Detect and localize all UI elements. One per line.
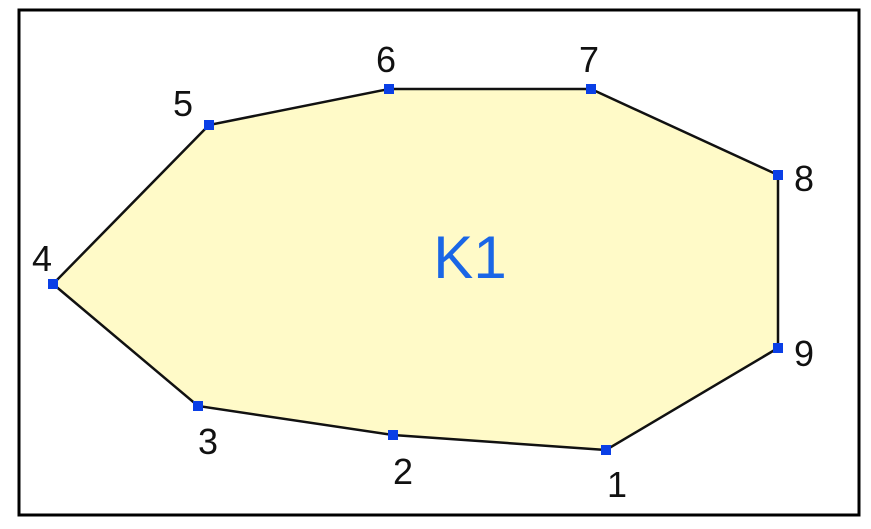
polygon-k1 [51,87,780,452]
vertex-label-6: 6 [376,39,396,80]
vertex-marker-2 [388,430,398,440]
vertex-label-3: 3 [198,421,218,462]
area-label: K1 [433,224,506,291]
vertex-marker-4 [48,279,58,289]
vertex-labels: 1 2 3 4 5 6 7 8 9 [32,39,814,505]
vertex-marker-1 [601,445,611,455]
vertex-label-1: 1 [607,464,627,505]
vertex-marker-8 [773,170,783,180]
vertex-label-8: 8 [794,158,814,199]
vertex-marker-5 [204,120,214,130]
vertex-label-2: 2 [393,451,413,492]
vertex-label-5: 5 [173,83,193,124]
vertex-label-4: 4 [32,238,52,279]
vertex-marker-6 [384,84,394,94]
vertex-label-7: 7 [579,39,599,80]
vertex-markers [48,84,783,455]
vertex-label-9: 9 [794,333,814,374]
vertex-marker-7 [586,84,596,94]
vertex-marker-9 [773,343,783,353]
vertex-marker-3 [193,401,203,411]
